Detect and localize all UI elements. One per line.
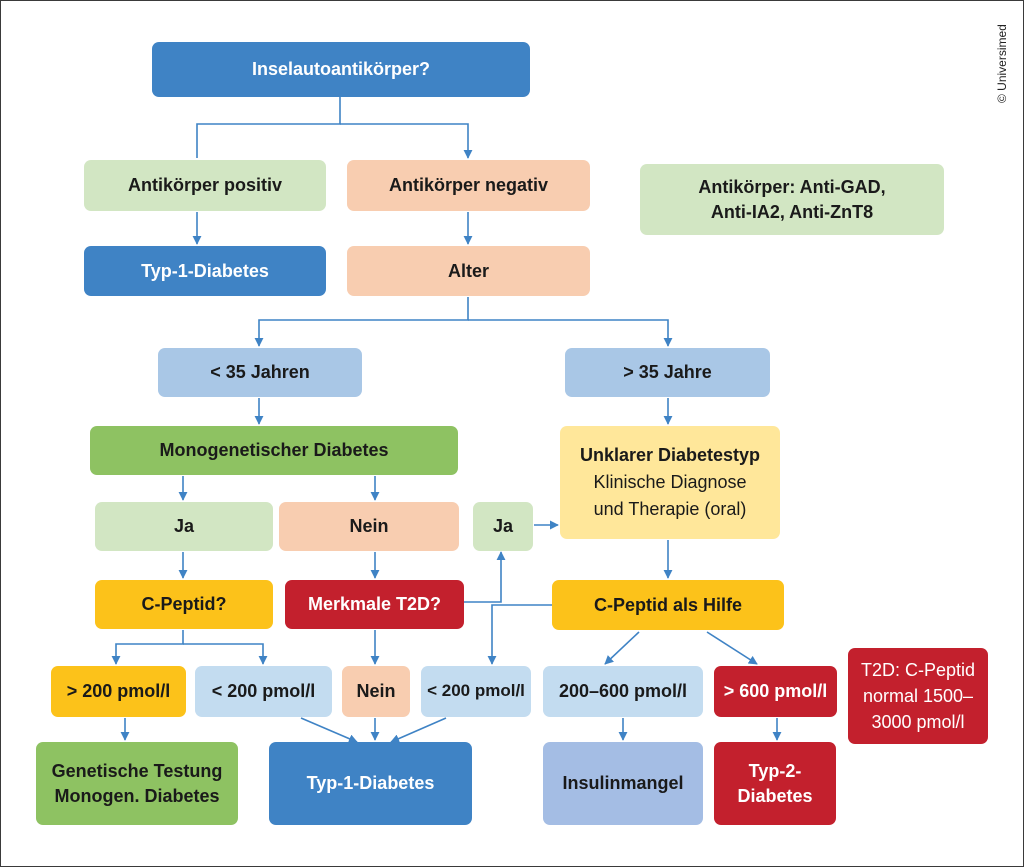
node-ja-mid-text: Ja <box>492 516 514 537</box>
node-antibodies-negative: Antikörper negativ <box>347 160 590 211</box>
copyright-notice: © Universimed <box>995 24 1009 103</box>
edge-features-ja <box>464 551 506 603</box>
node-range-200-600: 200–600 pmol/l <box>543 666 703 717</box>
node-genetic-testing-line2: Monogen. Diabetes <box>54 785 220 806</box>
node-nein-mid: Nein <box>342 666 410 717</box>
node-under35-text: < 35 Jahren <box>210 362 310 383</box>
node-nein-left: Nein <box>279 502 459 551</box>
node-type1-bottom-text: Typ-1-Diabetes <box>306 773 435 794</box>
node-t2d-note-line1: T2D: C-Peptid <box>860 659 976 680</box>
node-age: Alter <box>347 246 590 296</box>
node-t2d-note-line3: 3000 pmol/l <box>871 712 965 733</box>
node-age-text: Alter <box>447 260 489 281</box>
node-type1-top: Typ-1-Diabetes <box>84 246 326 296</box>
node-antibodies-negative-text: Antikörper negativ <box>388 175 549 196</box>
node-unclear-type-line3: und Therapie (oral) <box>593 499 747 519</box>
node-t2d-note: T2D: C-Peptid normal 1500– 3000 pmol/l <box>848 648 988 744</box>
node-monogenic-text: Monogenetischer Diabetes <box>159 440 389 461</box>
node-unclear-type: Unklarer Diabetestyp Klinische Diagnose … <box>560 426 780 539</box>
node-type2-line2: Diabetes <box>737 785 813 806</box>
node-over35: > 35 Jahre <box>565 348 770 397</box>
node-range-200-600-text: 200–600 pmol/l <box>558 681 688 702</box>
edge-help-gt600 <box>706 631 758 665</box>
node-t2d-note-line2: normal 1500– <box>862 685 974 706</box>
node-type1-top-text: Typ-1-Diabetes <box>141 260 269 281</box>
node-monogenic: Monogenetischer Diabetes <box>90 426 458 475</box>
node-ja-left: Ja <box>95 502 273 551</box>
node-cpeptide-help-text: C-Peptid als Hilfe <box>593 594 743 615</box>
node-cpeptide-help: C-Peptid als Hilfe <box>552 580 784 630</box>
node-lt200-left: < 200 pmol/l <box>195 666 332 717</box>
node-t2d-features-question-text: Merkmale T2D? <box>307 594 442 615</box>
node-ja-mid: Ja <box>473 502 533 551</box>
edge-age-over35 <box>468 319 673 347</box>
node-ja-left-text: Ja <box>173 516 195 537</box>
node-antibodies-question: Inselautoantikörper? <box>152 42 530 97</box>
node-type2: Typ-2- Diabetes <box>714 742 836 825</box>
node-unclear-type-title: Unklarer Diabetestyp <box>579 445 761 465</box>
node-nein-left-text: Nein <box>349 516 389 537</box>
node-type2-line1: Typ-2- <box>748 761 802 782</box>
node-genetic-testing-line1: Genetische Testung <box>51 761 223 782</box>
node-over35-text: > 35 Jahre <box>623 362 712 383</box>
edge-lt200left-type1 <box>300 717 358 743</box>
node-genetic-testing: Genetische Testung Monogen. Diabetes <box>36 742 238 825</box>
node-cpeptide-question: C-Peptid? <box>95 580 273 629</box>
edge-antibodies-negative <box>340 123 473 159</box>
edge-antibodies-split <box>196 97 341 158</box>
node-insulin-deficiency-text: Insulinmangel <box>562 773 684 794</box>
node-gt600: > 600 pmol/l <box>714 666 837 717</box>
node-antibodies-question-text: Inselautoantikörper? <box>251 59 431 80</box>
edge-age-under35 <box>254 297 469 347</box>
edge-cpeptide-split <box>111 630 184 665</box>
node-cpeptide-question-text: C-Peptid? <box>141 594 227 615</box>
node-antibody-list-line1: Antikörper: Anti-GAD, <box>698 177 886 198</box>
node-nein-mid-text: Nein <box>356 681 396 702</box>
node-insulin-deficiency: Insulinmangel <box>543 742 703 825</box>
node-gt600-text: > 600 pmol/l <box>723 681 828 702</box>
node-lt200-mid-text: < 200 pmol/l <box>427 681 525 701</box>
node-antibody-list: Antikörper: Anti-GAD, Anti-IA2, Anti-ZnT… <box>640 164 944 235</box>
node-antibody-list-line2: Anti-IA2, Anti-ZnT8 <box>710 201 874 222</box>
node-gt200: > 200 pmol/l <box>51 666 186 717</box>
node-under35: < 35 Jahren <box>158 348 362 397</box>
edge-help-lt200 <box>487 604 552 665</box>
edge-help-range <box>604 631 640 665</box>
node-type1-bottom: Typ-1-Diabetes <box>269 742 472 825</box>
node-unclear-type-line2: Klinische Diagnose <box>593 472 747 492</box>
node-gt200-text: > 200 pmol/l <box>66 681 171 702</box>
node-antibodies-positive: Antikörper positiv <box>84 160 326 211</box>
edge-lt200mid-type1 <box>390 717 447 743</box>
edge-cpeptide-lt200 <box>183 643 268 665</box>
node-t2d-features-question: Merkmale T2D? <box>285 580 464 629</box>
node-lt200-left-text: < 200 pmol/l <box>211 681 316 702</box>
node-lt200-mid: < 200 pmol/l <box>421 666 531 717</box>
node-antibodies-positive-text: Antikörper positiv <box>127 175 283 196</box>
